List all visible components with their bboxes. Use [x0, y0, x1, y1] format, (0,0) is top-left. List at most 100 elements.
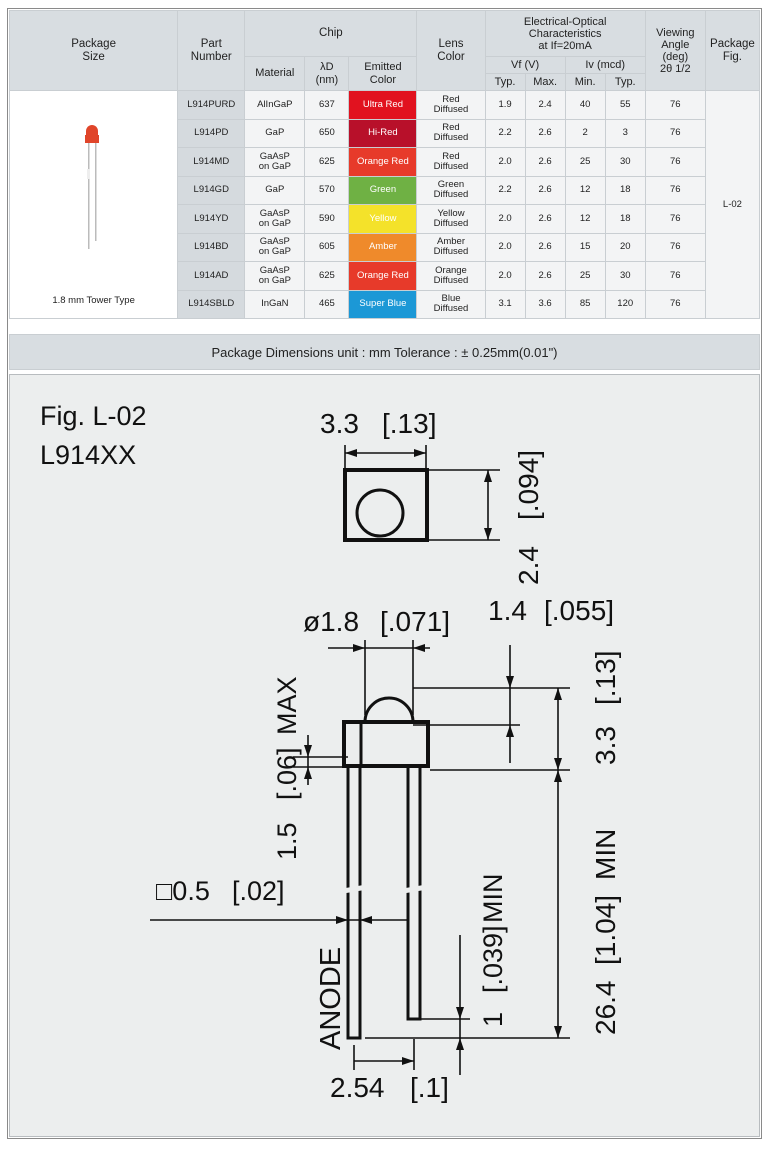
- viewing-angle-cell: 76: [644, 175, 706, 205]
- lens-color-cell: Red Diffused: [416, 147, 486, 177]
- material-cell: GaP: [244, 175, 306, 205]
- anode-label: ANODE: [315, 947, 347, 1050]
- spec-table: Package Size Part Number Chip Lens Color…: [8, 10, 761, 319]
- vf-max-cell: 2.6: [524, 204, 566, 234]
- dim-depth: 2.4: [513, 546, 544, 585]
- led-dome: [363, 696, 415, 723]
- header-vf: Vf (V): [484, 56, 566, 74]
- dim-flange: 1.5: [272, 822, 302, 860]
- material-cell: InGaN: [244, 289, 306, 319]
- package-fig-cell: L-02: [704, 90, 761, 319]
- dim-dome-height: 1.4: [488, 595, 527, 626]
- part-number-cell: L914PURD: [177, 90, 246, 120]
- emitted-color-cell: Green: [348, 175, 418, 205]
- emitted-color-cell: Orange Red: [348, 147, 418, 177]
- header-iv-min: Min.: [564, 73, 606, 91]
- wavelength-cell: 625: [304, 261, 350, 291]
- anode-lead: [346, 764, 362, 1040]
- dim-lead-length-in: [1.04]: [590, 895, 621, 965]
- package-dimensions-banner: Package Dimensions unit : mm Tolerance :…: [9, 334, 760, 370]
- dim-diameter-in: [.071]: [380, 606, 450, 637]
- vf-max-cell: 2.6: [524, 147, 566, 177]
- emitted-color-cell: Yellow: [348, 204, 418, 234]
- iv-typ-cell: 55: [604, 90, 646, 120]
- iv-min-cell: 2: [564, 118, 606, 148]
- header-wavelength: λD (nm): [304, 56, 350, 91]
- vf-typ-cell: 2.2: [484, 118, 526, 148]
- vf-max-cell: 2.4: [524, 90, 566, 120]
- viewing-angle-cell: 76: [644, 289, 706, 319]
- header-vf-max: Max.: [524, 73, 566, 91]
- dim-pitch: 2.54: [330, 1072, 385, 1103]
- iv-typ-cell: 30: [604, 147, 646, 177]
- dim-lead-length-min: MIN: [590, 829, 621, 880]
- header-lens-color: Lens Color: [416, 10, 486, 91]
- material-cell: GaP: [244, 118, 306, 148]
- vf-max-cell: 2.6: [524, 232, 566, 262]
- viewing-angle-cell: 76: [644, 118, 706, 148]
- part-number-cell: L914MD: [177, 147, 246, 177]
- vf-max-cell: 2.6: [524, 261, 566, 291]
- package-size-cell: 1.8 mm Tower Type: [8, 90, 179, 319]
- iv-typ-cell: 30: [604, 261, 646, 291]
- vf-max-cell: 2.6: [524, 175, 566, 205]
- fig-title: Fig. L-02: [40, 401, 147, 431]
- iv-typ-cell: 18: [604, 175, 646, 205]
- wavelength-cell: 590: [304, 204, 350, 234]
- dim-body-height: 3.3: [590, 726, 621, 765]
- iv-min-cell: 40: [564, 90, 606, 120]
- emitted-color-cell: Ultra Red: [348, 90, 418, 120]
- header-package-size: Package Size: [8, 10, 179, 91]
- header-package-fig: Package Fig.: [704, 10, 761, 91]
- header-chip: Chip: [244, 10, 418, 57]
- material-cell: AlInGaP: [244, 90, 306, 120]
- dim-flange-in: [.06]: [272, 747, 302, 800]
- page-frame: [7, 8, 762, 1139]
- dimension-drawing-svg: Fig. L-02 L914XX 3.3 [.13] 2.4 [.094] ø1…: [40, 401, 621, 1103]
- iv-min-cell: 25: [564, 147, 606, 177]
- iv-typ-cell: 120: [604, 289, 646, 319]
- cathode-lead: [406, 764, 422, 1021]
- material-cell: GaAsP on GaP: [244, 261, 306, 291]
- lens-color-cell: Green Diffused: [416, 175, 486, 205]
- led-flange: [342, 720, 430, 768]
- material-cell: GaAsP on GaP: [244, 232, 306, 262]
- emitted-color-cell: Amber: [348, 232, 418, 262]
- header-vf-typ: Typ.: [484, 73, 526, 91]
- header-part-number: Part Number: [177, 10, 246, 91]
- part-number-cell: L914YD: [177, 204, 246, 234]
- top-view-dome: [355, 488, 405, 538]
- iv-typ-cell: 18: [604, 204, 646, 234]
- wavelength-cell: 570: [304, 175, 350, 205]
- part-number-cell: L914PD: [177, 118, 246, 148]
- header-iv-typ: Typ.: [604, 73, 646, 91]
- lens-color-cell: Orange Diffused: [416, 261, 486, 291]
- wavelength-cell: 637: [304, 90, 350, 120]
- vf-max-cell: 2.6: [524, 118, 566, 148]
- dim-top-width: 3.3: [320, 408, 359, 439]
- dim-pitch-in: [.1]: [410, 1072, 449, 1103]
- emitted-color-cell: Hi-Red: [348, 118, 418, 148]
- vf-typ-cell: 1.9: [484, 90, 526, 120]
- dim-lead-diff: 1: [478, 1012, 508, 1027]
- viewing-angle-cell: 76: [644, 147, 706, 177]
- emitted-color-cell: Super Blue: [348, 289, 418, 319]
- dim-dome-height-in: [.055]: [544, 595, 614, 626]
- vf-typ-cell: 2.0: [484, 261, 526, 291]
- dimension-drawing: Fig. L-02 L914XX 3.3 [.13] 2.4 [.094] ø1…: [9, 374, 760, 1137]
- header-emitted-color: Emitted Color: [348, 56, 418, 91]
- led-package-icon: [85, 125, 99, 249]
- material-cell: GaAsP on GaP: [244, 147, 306, 177]
- viewing-angle-cell: 76: [644, 232, 706, 262]
- fig-part-number: L914XX: [40, 440, 136, 470]
- dim-lead-square-in: [.02]: [232, 876, 285, 906]
- vf-typ-cell: 2.0: [484, 147, 526, 177]
- part-number-cell: L914SBLD: [177, 289, 246, 319]
- part-number-cell: L914AD: [177, 261, 246, 291]
- wavelength-cell: 465: [304, 289, 350, 319]
- header-eo-characteristics: Electrical-Optical Characteristics at If…: [484, 10, 646, 57]
